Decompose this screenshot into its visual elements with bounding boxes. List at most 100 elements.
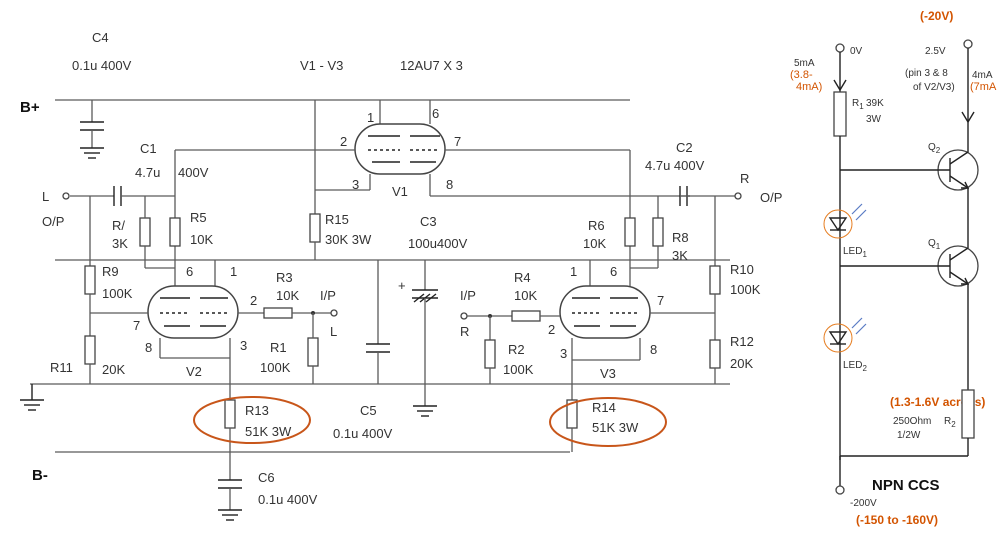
ccs-top-current: 5mA [794, 58, 815, 69]
bminus-label: B- [32, 467, 48, 484]
v2-pin-3: 3 [240, 338, 247, 353]
r4-value: 10K [514, 288, 537, 303]
ccs-top-note2: 4mA) [796, 81, 822, 93]
r13-name: R13 [245, 403, 269, 418]
r7-resistor [139, 217, 151, 247]
r3-name: R3 [276, 270, 293, 285]
r5-value: 10K [190, 232, 213, 247]
r8-name: R8 [672, 230, 689, 245]
ccs-led1-label: LED1 [843, 246, 867, 259]
ccs-pin-note2: of V2/V3) [913, 82, 955, 93]
ground-symbol-left [20, 384, 44, 411]
v2-tube [147, 260, 239, 339]
ccs-led2-label: LED2 [843, 360, 867, 373]
r13-resistor [224, 399, 236, 429]
left-input-ch: L [330, 324, 337, 339]
left-input-terminal[interactable] [330, 309, 338, 317]
c3-name: C3 [420, 214, 437, 229]
v1-pin-1: 1 [367, 110, 374, 125]
left-output-label: O/P [42, 214, 64, 229]
v2-pin-8: 8 [145, 340, 152, 355]
c5-capacitor [366, 260, 390, 384]
v2-pin-7: 7 [133, 318, 140, 333]
ccs-r2-value1: 250Ohm [893, 416, 931, 427]
left-output-terminal[interactable] [62, 192, 70, 200]
tube-name-note: V1 - V3 [300, 58, 343, 73]
right-output-label: O/P [760, 190, 782, 205]
r9-value: 100K [102, 286, 133, 301]
r12-resistor [709, 339, 721, 369]
c4-value: 0.1u 400V [72, 58, 132, 73]
r9-resistor [84, 265, 96, 295]
ccs-q1-transistor [840, 245, 979, 390]
left-input-label: I/P [320, 288, 336, 303]
r6-resistor [624, 217, 636, 247]
v3-pin-1: 1 [570, 264, 577, 279]
bplus-label: B+ [20, 99, 40, 116]
r15-name: R15 [325, 212, 349, 227]
r5-name: R5 [190, 210, 207, 225]
r15-value: 30K 3W [325, 232, 372, 247]
r10-value: 100K [730, 282, 761, 297]
left-output-ch: L [42, 189, 49, 204]
r10-resistor [709, 265, 721, 295]
c3-capacitor: + [398, 260, 438, 417]
r11-value: 20K [102, 362, 125, 377]
v3-pin-2: 2 [548, 322, 555, 337]
c5-name: C5 [360, 403, 377, 418]
right-input-terminal[interactable] [460, 312, 468, 320]
r4-resistor [511, 310, 541, 322]
ccs-current-arrow-right [961, 111, 975, 124]
r9-name: R9 [102, 264, 119, 279]
ccs-r1-resistor [833, 91, 847, 137]
c1-name: C1 [140, 141, 157, 156]
c2-value: 4.7u 400V [645, 158, 705, 173]
r10-name: R10 [730, 262, 754, 277]
r13-highlight-ring [193, 396, 311, 444]
r2-value: 100K [503, 362, 534, 377]
v1-pin-7: 7 [454, 134, 461, 149]
ccs-top-terminal[interactable] [835, 43, 845, 53]
ccs-current-arrow-left [833, 79, 847, 92]
right-input-ch: R [460, 324, 469, 339]
ccs-top-note1: (3.8- [790, 69, 813, 81]
r14-name: R14 [592, 400, 616, 415]
ccs-pin-note1: (pin 3 & 8 [905, 68, 948, 79]
left-schematic: B+ B- C4 0.1u 400V V1 - V3 12AU7 X 3 [20, 30, 782, 521]
c2-name: C2 [676, 140, 693, 155]
v3-label: V3 [600, 366, 616, 381]
c1-value2: 400V [178, 165, 209, 180]
r14-highlight-ring [549, 397, 667, 447]
r11-name: R11 [50, 360, 73, 375]
c1-value1: 4.7u [135, 165, 160, 180]
v3-pin-8: 8 [650, 342, 657, 357]
ccs-title: NPN CCS [872, 477, 940, 494]
v1-label: V1 [392, 184, 408, 199]
r2-resistor [484, 339, 496, 369]
c6-value: 0.1u 400V [258, 492, 318, 507]
r7-name: R/ [112, 218, 125, 233]
r15-resistor [309, 213, 321, 243]
r14-value: 51K 3W [592, 420, 639, 435]
ccs-top-right-voltage: (-20V) [920, 9, 953, 23]
ccs-r2-value2: 1/2W [897, 430, 921, 441]
r3-value: 10K [276, 288, 299, 303]
v2-pin-1: 1 [230, 264, 237, 279]
v1-pin-6: 6 [432, 106, 439, 121]
ccs-right-current: 4mA [972, 70, 993, 81]
right-output-terminal[interactable] [734, 192, 742, 200]
r6-value: 10K [583, 236, 606, 251]
v2-label: V2 [186, 364, 202, 379]
r1-value: 100K [260, 360, 291, 375]
ccs-top-right-terminal[interactable] [963, 39, 973, 49]
npn-ccs-schematic: 0V 5mA (3.8- 4mA) R1 39K 3W (-20V) 2.5V … [790, 9, 997, 527]
ccs-q1-label: Q1 [928, 238, 941, 251]
tube-type-note: 12AU7 X 3 [400, 58, 463, 73]
v3-tube [559, 150, 651, 339]
ccs-q2-transistor [840, 149, 979, 250]
r12-value: 20K [730, 356, 753, 371]
ccs-led2 [823, 317, 867, 353]
ccs-bottom-terminal[interactable] [835, 485, 845, 495]
